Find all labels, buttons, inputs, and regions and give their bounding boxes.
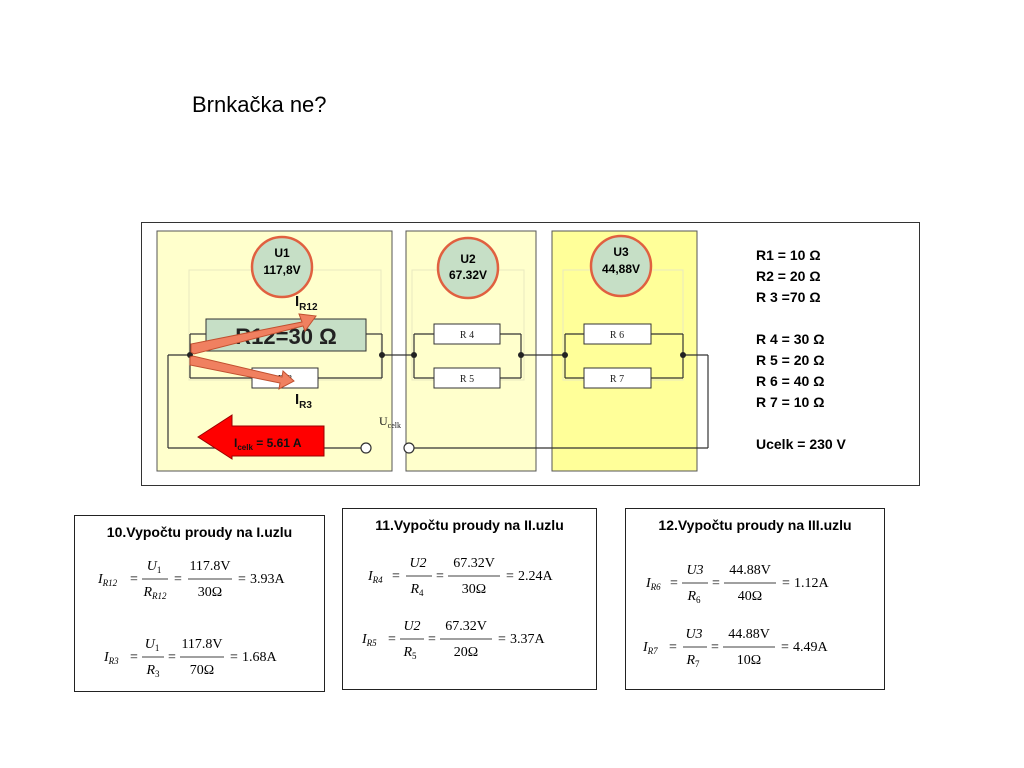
label-icelk: Icelk = 5.61 A: [234, 436, 302, 452]
current-arrow-ir12: [190, 313, 317, 355]
label-ucelk: Ucelk: [379, 414, 401, 430]
calc-box-node-3: 12.Vypočtu proudy na III.uzlu: [625, 508, 885, 690]
resistor-r6-label: R 6: [610, 330, 624, 341]
resistor-r7-label: R 7: [610, 374, 624, 385]
resistor-r6: [583, 323, 652, 345]
junction-dots: [187, 352, 686, 358]
current-arrow-ir3: [189, 355, 295, 390]
resistor-r5-label: R 5: [460, 374, 474, 385]
calc-title: 11.Vypočtu proudy na II.uzlu: [375, 517, 564, 533]
legend-line: [756, 308, 846, 329]
slide-title: Brnkačka ne?: [192, 92, 327, 117]
legend-line: R1 = 10 Ω: [756, 247, 821, 263]
svg-text:44,88V: 44,88V: [602, 262, 640, 276]
resistor-r12: [205, 318, 367, 352]
resistor-legend: R1 = 10 Ω R2 = 20 Ω R 3 =70 Ω R 4 = 30 Ω…: [756, 245, 846, 455]
svg-text:67.32V: 67.32V: [449, 268, 487, 282]
legend-line: R 7 = 10 Ω: [756, 394, 825, 410]
legend-line: Ucelk = 230 V: [756, 436, 846, 452]
calc-box-node-2: 11.Vypočtu proudy na II.uzlu: [342, 508, 597, 690]
svg-text:U3: U3: [613, 245, 629, 259]
resistor-r4: [433, 323, 501, 345]
calc-title: 12.Vypočtu proudy na III.uzlu: [658, 517, 852, 533]
voltmeter-u1: U1 117,8V: [250, 235, 314, 299]
label-ir12: IR12: [295, 293, 318, 313]
legend-line: R2 = 20 Ω: [756, 268, 821, 284]
terminal-right: [403, 442, 415, 454]
calc-box-node-1: 10.Vypočtu proudy na I.uzlu: [74, 515, 325, 692]
label-ir3: IR3: [295, 391, 312, 411]
terminal-left: [360, 442, 372, 454]
resistor-r4-label: R 4: [460, 330, 474, 341]
svg-text:117,8V: 117,8V: [263, 263, 300, 277]
legend-line: R 4 = 30 Ω: [756, 331, 825, 347]
current-arrow-icelk: [197, 414, 325, 460]
svg-text:U2: U2: [460, 252, 476, 266]
legend-line: R 3 =70 Ω: [756, 289, 821, 305]
legend-line: [756, 413, 846, 434]
voltmeter-u3: U3 44,88V: [589, 234, 653, 298]
resistor-r5: [433, 367, 501, 389]
legend-line: R 6 = 40 Ω: [756, 373, 825, 389]
calc-title: 10.Vypočtu proudy na I.uzlu: [106, 524, 293, 540]
voltmeter-u2: U2 67.32V: [436, 236, 500, 300]
resistor-r7: [583, 367, 652, 389]
svg-text:U1: U1: [274, 246, 290, 260]
legend-line: R 5 = 20 Ω: [756, 352, 825, 368]
circuit-diagram-frame: [141, 222, 920, 486]
